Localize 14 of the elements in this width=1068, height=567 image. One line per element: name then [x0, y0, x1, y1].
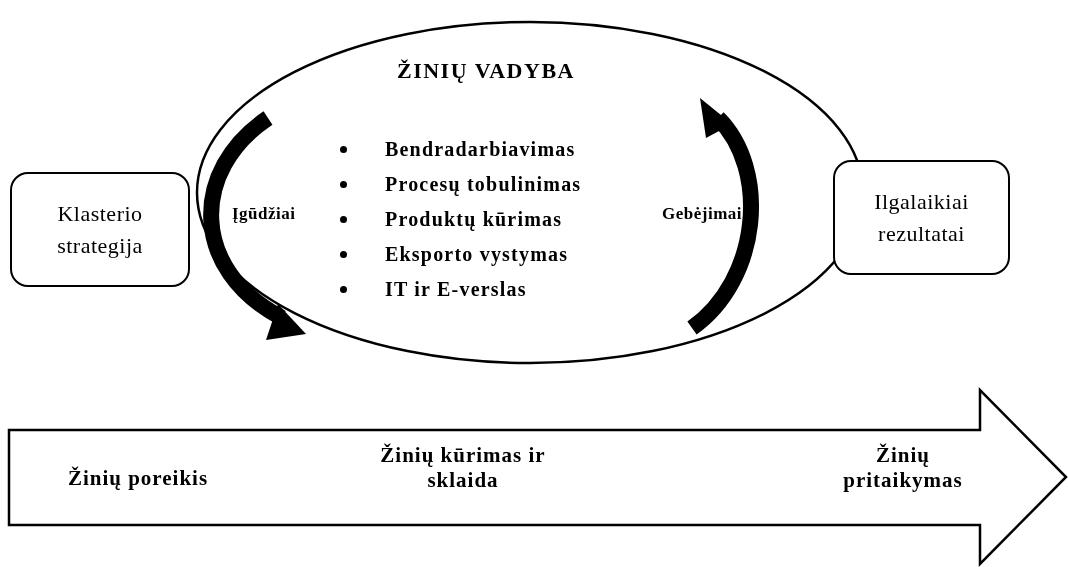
rounded-box: Klasterio strategija — [10, 172, 190, 287]
list-item: Bendradarbiavimas — [340, 138, 576, 161]
list-item: Produktų kūrimas — [340, 208, 563, 231]
list-item: Eksporto vystymas — [340, 243, 569, 266]
arrow-label: Gebėjimai — [662, 204, 743, 224]
heading: ŽINIŲ VADYBA — [397, 58, 575, 84]
stage-label: Žinių kūrimas ir sklaida — [379, 443, 547, 494]
rounded-box: Ilgalaikiai rezultatai — [833, 160, 1010, 275]
block-arrow — [8, 388, 1068, 566]
arrow-label: Įgūdžiai — [232, 204, 296, 224]
stage-label: Žinių poreikis — [66, 466, 210, 492]
list-item: IT ir E-verslas — [340, 278, 527, 301]
stage-label: Žinių pritaikymas — [842, 443, 964, 494]
list-item: Procesų tobulinimas — [340, 173, 582, 196]
